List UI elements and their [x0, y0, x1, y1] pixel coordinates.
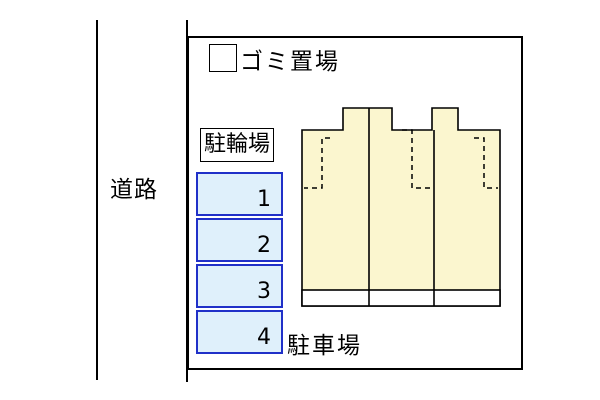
road-label: 道路 [110, 177, 158, 203]
trash-area-marker [209, 44, 237, 72]
building-outline [301, 107, 501, 307]
car-parking-label: 駐車場 [287, 333, 362, 359]
interior-dashed-wall [402, 129, 432, 189]
trash-area-label: ゴミ置場 [240, 49, 340, 75]
parking-slot-2: 2 [196, 218, 283, 262]
parking-slot-1: 1 [196, 172, 283, 216]
parking-slot-number: 4 [257, 325, 271, 350]
parking-slot-number: 2 [257, 233, 271, 258]
left-boundary-line [96, 20, 98, 380]
interior-dashed-wall [304, 137, 330, 189]
bicycle-parking-label: 駐輪場 [200, 128, 275, 162]
parking-slot-number: 1 [257, 187, 271, 212]
balcony-strip [301, 289, 501, 307]
interior-dashed-wall [474, 137, 498, 189]
parking-slot-number: 3 [257, 279, 271, 304]
parking-slot-4: 4 [196, 310, 283, 354]
parking-slot-3: 3 [196, 264, 283, 308]
